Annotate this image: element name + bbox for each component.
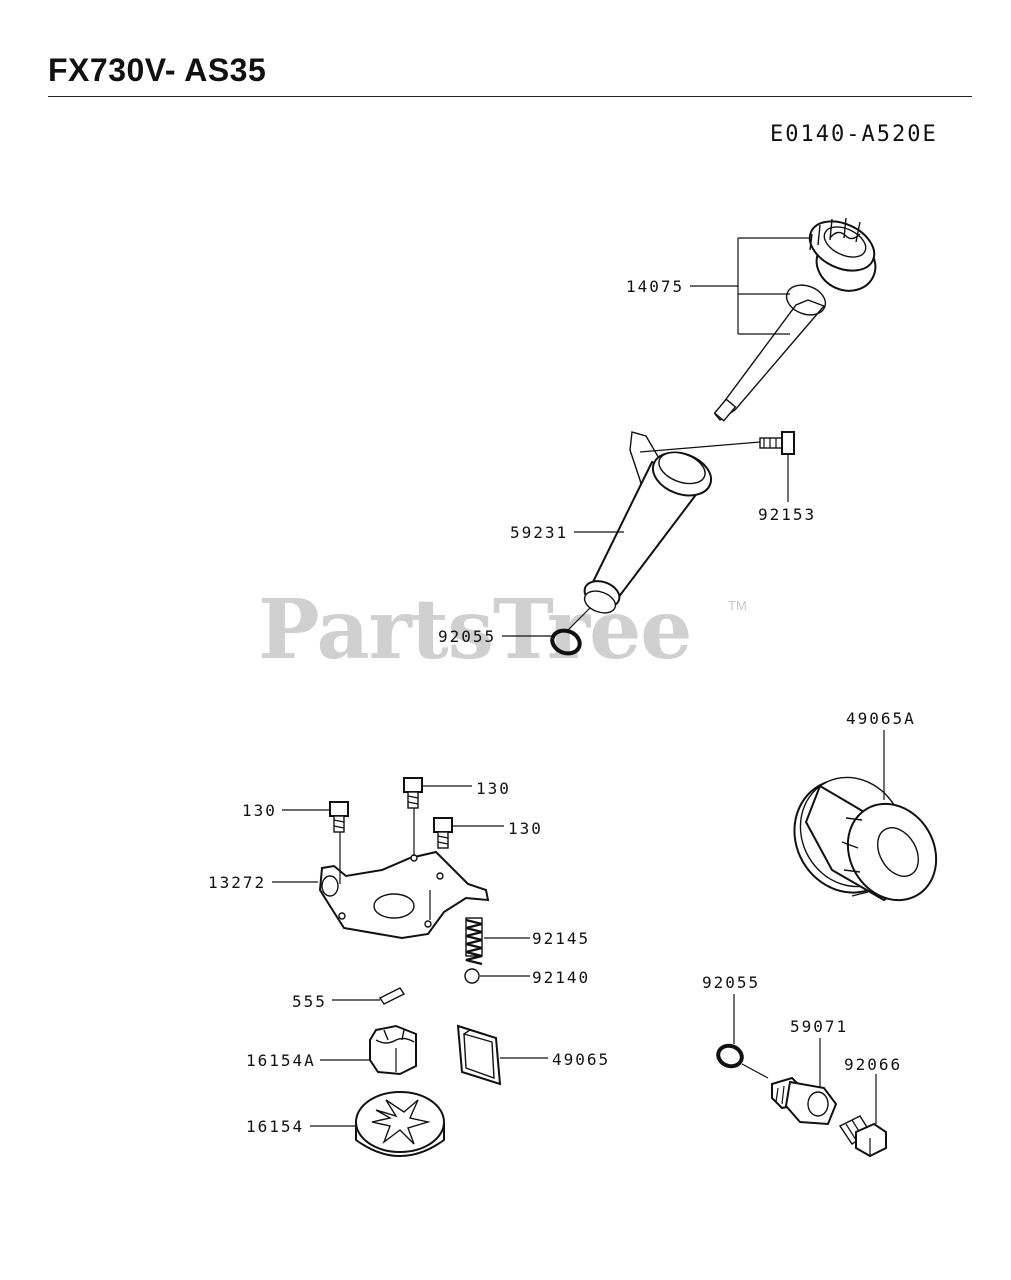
dipstick-part[interactable] (713, 212, 885, 422)
relief-valve-plate-part[interactable] (318, 850, 490, 940)
steel-ball-part[interactable] (464, 968, 480, 984)
leader-14075 (690, 237, 812, 335)
watermark-trademark: TM (728, 598, 747, 613)
title-divider (48, 96, 972, 97)
label-59231: 59231 (510, 523, 568, 542)
inner-rotor-part[interactable] (369, 1024, 417, 1076)
leader-92055-top (502, 607, 591, 637)
label-92055-bottom: 92055 (702, 973, 760, 992)
leader-92055-bottom (733, 994, 769, 1079)
label-92055-top: 92055 (438, 627, 496, 646)
label-59071: 59071 (790, 1017, 848, 1036)
diagram-code: E0140-A520E (770, 122, 938, 147)
label-92066: 92066 (844, 1055, 902, 1074)
outer-rotor-part[interactable] (355, 1091, 445, 1157)
dowel-pin-part[interactable] (378, 987, 406, 1005)
bolt-130-middle-part[interactable] (403, 777, 423, 809)
label-555: 555 (292, 992, 327, 1011)
label-14075: 14075 (626, 277, 684, 296)
bolt-130-left-part[interactable] (329, 801, 349, 833)
label-13272: 13272 (208, 873, 266, 892)
label-92153: 92153 (758, 505, 816, 524)
leader-130-middle (413, 785, 472, 856)
leader-130-left (282, 809, 341, 884)
label-92140: 92140 (532, 968, 590, 987)
oil-filler-tube-part[interactable] (581, 431, 717, 617)
label-49065: 49065 (552, 1050, 610, 1069)
label-130-middle: 130 (476, 779, 511, 798)
label-16154A: 16154A (246, 1051, 316, 1070)
bolt-130-right-part[interactable] (433, 817, 453, 849)
flange-bolt-part[interactable] (759, 431, 795, 455)
leader-130-right (429, 825, 504, 920)
o-ring-top-part[interactable] (549, 627, 583, 657)
leader-92153 (639, 441, 789, 502)
o-ring-bottom-part[interactable] (715, 1042, 744, 1069)
label-49065A: 49065A (846, 709, 916, 728)
filter-screen-part[interactable] (456, 1024, 502, 1086)
drain-plug-part[interactable] (838, 1115, 887, 1158)
page-title: FX730V- AS35 (48, 52, 267, 88)
label-16154: 16154 (246, 1117, 304, 1136)
label-130-left: 130 (242, 801, 277, 820)
label-130-right: 130 (508, 819, 543, 838)
label-92145: 92145 (532, 929, 590, 948)
oil-filter-part[interactable] (774, 759, 953, 917)
spring-part[interactable] (465, 917, 483, 966)
filter-fitting-part[interactable] (771, 1076, 838, 1126)
